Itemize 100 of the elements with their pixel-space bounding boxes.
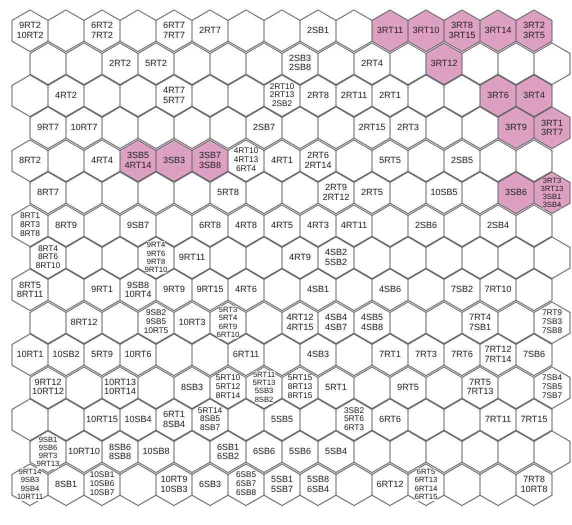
cell-label: 6RT2 <box>91 21 113 31</box>
cell-label: 8SB7 <box>200 424 220 433</box>
cell-label: 5RT5 <box>379 156 401 166</box>
cell-label: 8RT9 <box>55 220 77 230</box>
cell-label: 5SB6 <box>288 447 312 457</box>
cell-label: 6RT1 <box>163 410 185 420</box>
cell-label: 6SB5 <box>236 471 256 480</box>
cell-label: 4RT1 <box>271 156 293 166</box>
cell-label: 10SB5 <box>430 188 458 198</box>
cell-label: 4RT2 <box>55 90 77 101</box>
cell-label: 4RT5 <box>271 220 293 230</box>
cell-label: 10SB1 <box>90 471 114 480</box>
cell-label: 6SB2 <box>216 452 240 462</box>
cell-label: 10RT9 <box>160 475 188 485</box>
cell-label: 8RT11 <box>16 290 44 300</box>
cell-label: 10RT10 <box>68 447 100 457</box>
cell-label: 2RT4 <box>361 58 383 68</box>
cell-label: 10RT7 <box>70 123 98 133</box>
cell-label: 5RT6 <box>344 415 364 424</box>
cell-label: 9RT15 <box>196 285 224 295</box>
cell-label: 7SB6 <box>522 350 546 360</box>
cell-label: 2RT13 <box>270 91 294 100</box>
cell-label: 5SB8 <box>306 475 330 485</box>
cell-label: 2SB7 <box>252 123 276 133</box>
cell-label: 8RT1 <box>20 212 40 221</box>
cell-label: 8RT6 <box>38 253 58 262</box>
cell-label: 4RT8 <box>235 220 257 230</box>
cell-label: 10RT1 <box>16 350 44 360</box>
cell-label: 4RT7 <box>163 86 185 96</box>
cell-label: 4RT9 <box>289 252 311 263</box>
cell-label: 10RT4 <box>124 290 152 300</box>
cell-label: 8RT5 <box>19 280 41 290</box>
cell-label: 8SB5 <box>200 415 220 424</box>
cell-label: 3RT7 <box>541 128 563 138</box>
cell-label: 2RT2 <box>109 58 131 68</box>
cell-label: 7RT1 <box>379 350 401 360</box>
cell-label: 5RT15 <box>288 374 312 383</box>
cell-label: 7RT8 <box>523 475 545 485</box>
cell-label: 9RT2 <box>19 21 41 31</box>
cell-label: 7RT3 <box>415 350 437 360</box>
cell-label: 9RT1 <box>91 285 113 295</box>
cell-label: 7SB2 <box>450 285 474 295</box>
cell-label: 6RT11 <box>232 350 260 360</box>
cell-label: 2SB2 <box>272 100 292 109</box>
cell-label: 2RT6 <box>307 151 329 161</box>
cell-label: 3RT11 <box>376 26 404 36</box>
cell-label: 4SB1 <box>306 285 330 295</box>
cell-label: 4RT4 <box>91 156 113 166</box>
cell-label: 10RT14 <box>104 387 136 397</box>
cell-label: 8RT7 <box>37 188 59 198</box>
cell-label: 10RT15 <box>86 414 118 425</box>
cell-label: 9SB2 <box>146 309 166 318</box>
cell-label: 3RT1 <box>541 118 563 128</box>
cell-label: 4RT12 <box>286 313 314 323</box>
cell-label: 3SB6 <box>504 188 528 198</box>
cell-label: 6RT7 <box>163 21 185 31</box>
cell-label: 5RT10 <box>216 374 240 383</box>
cell-label: 2SB8 <box>288 63 312 73</box>
cell-label: 7RT12 <box>484 345 512 355</box>
cell-label: 7RT5 <box>469 378 491 388</box>
cell-label: 10RT6 <box>124 350 152 360</box>
cell-label: 7RT6 <box>451 350 473 360</box>
cell-label: 9RT7 <box>37 123 59 133</box>
cell-label: 10RT13 <box>104 378 136 388</box>
cell-label: 5RT9 <box>91 350 113 360</box>
cell-label: 7RT13 <box>466 387 494 397</box>
cell-label: 9RT5 <box>397 382 419 392</box>
cell-label: 8RT2 <box>19 156 41 166</box>
cell-label: 2RT15 <box>358 123 386 133</box>
cell-label: 4RT13 <box>234 156 258 165</box>
cell-label: 7RT10 <box>484 285 512 295</box>
cell-label: 4SB5 <box>360 313 384 323</box>
cell-label: 8SB8 <box>108 452 132 462</box>
cell-label: 5SB1 <box>270 475 294 485</box>
cell-label: 7RT9 <box>542 309 562 318</box>
cell-label: 3RT14 <box>484 26 512 36</box>
cell-label: 6SB7 <box>236 480 256 489</box>
cell-label: 7SB4 <box>542 374 562 383</box>
cell-label: 9RT9 <box>163 285 185 295</box>
cell-label: 4RT3 <box>307 220 329 230</box>
cell-label: 4SB2 <box>324 248 348 258</box>
cell-label: 3SB5 <box>126 151 150 161</box>
cell-label: 2RT9 <box>325 183 347 193</box>
cell-label: 2RT7 <box>199 26 221 36</box>
cell-label: 10RT12 <box>32 387 64 397</box>
cell-label: 8RT10 <box>36 262 60 271</box>
cell-label: 3RT2 <box>523 21 545 31</box>
cell-label: 3RT4 <box>523 90 545 101</box>
cell-label: 9SB5 <box>146 318 166 327</box>
cell-label: 2RT8 <box>307 90 329 101</box>
cell-label: 2SB1 <box>306 26 330 36</box>
cell-label: 2RT1 <box>379 90 401 101</box>
cell-label: 5RT7 <box>163 96 185 106</box>
cell-label: 6RT6 <box>379 414 401 425</box>
cell-label: 4SB4 <box>324 313 348 323</box>
cell-label: 7RT4 <box>469 313 491 323</box>
cell-label: 10SB2 <box>52 350 80 360</box>
cell-label: 4SB6 <box>378 285 402 295</box>
cell-label: 3RT9 <box>505 123 527 133</box>
cell-label: 6RT8 <box>199 220 221 230</box>
